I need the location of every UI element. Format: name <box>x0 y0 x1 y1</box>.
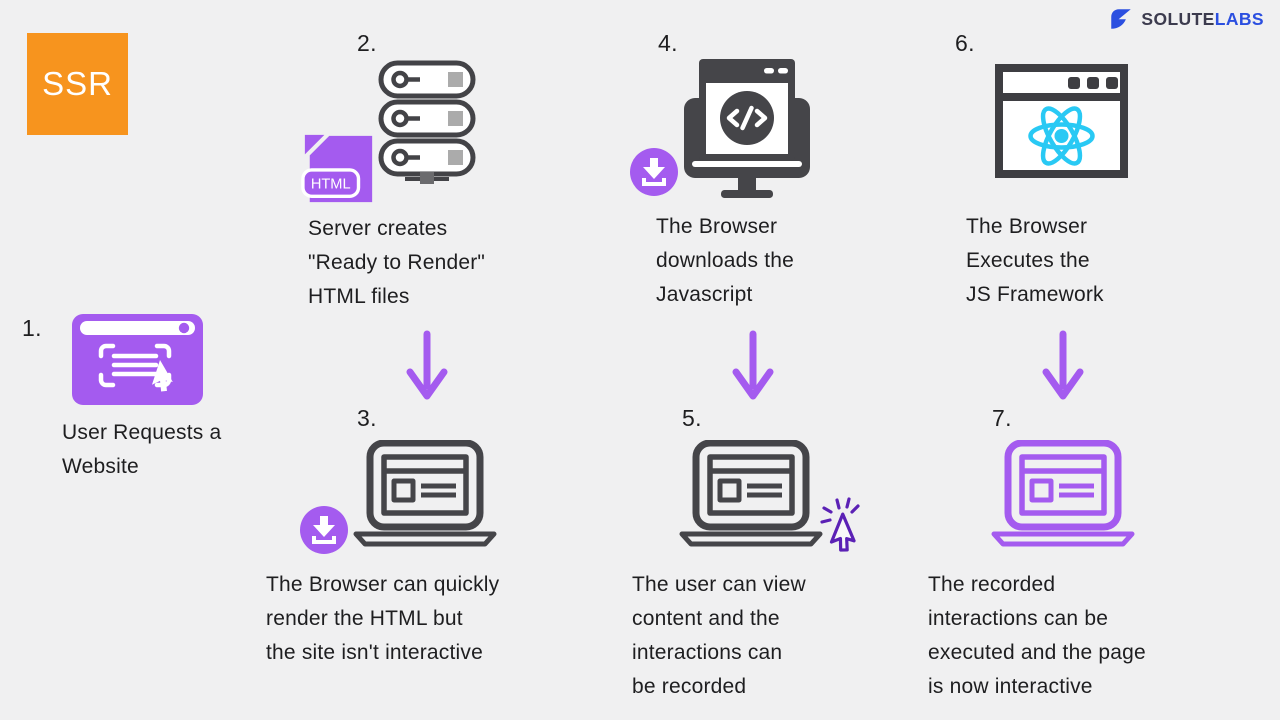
laptop-browser-click-icon <box>676 440 878 564</box>
step-4-caption: The Browser downloads the Javascript <box>656 215 795 306</box>
laptop-interactive-icon <box>988 440 1138 552</box>
solutelabs-logo: SOLUTELABS <box>1108 6 1264 32</box>
ssr-badge: SSR <box>27 33 128 135</box>
step-6-number: 6. <box>955 30 975 56</box>
flow-arrow-down-2-3 <box>405 330 449 406</box>
download-badge-icon <box>630 148 678 196</box>
step-5-caption: The user can view content and the intera… <box>632 573 806 698</box>
cursor-click-icon <box>820 497 860 552</box>
server-stack-icon <box>378 60 478 184</box>
step-2-caption: Server creates "Ready to Render" HTML fi… <box>308 217 486 308</box>
step-5-number: 5. <box>682 405 702 431</box>
brand-second: LABS <box>1214 8 1264 29</box>
react-browser-icon <box>995 64 1128 178</box>
step-3-number: 3. <box>357 405 377 431</box>
step-6-caption: The Browser Executes the JS Framework <box>966 215 1104 306</box>
browser-request-icon <box>72 314 203 405</box>
flow-arrow-down-6-7 <box>1041 330 1085 406</box>
step-1-number: 1. <box>22 315 42 341</box>
step-7-number: 7. <box>992 405 1012 431</box>
step-2-number: 2. <box>357 30 377 56</box>
ssr-badge-label: SSR <box>42 65 113 102</box>
solutelabs-logo-text: SOLUTELABS <box>1141 9 1264 30</box>
brand-first: SOLUTE <box>1141 8 1215 29</box>
step-3-caption: The Browser can quickly render the HTML … <box>266 573 500 664</box>
flow-arrow-down-4-5 <box>731 330 775 406</box>
html-file-label: HTML <box>311 177 351 193</box>
laptop-browser-download-icon <box>298 440 500 556</box>
step-7-caption: The recorded interactions can be execute… <box>928 573 1146 698</box>
download-badge-icon <box>300 506 348 554</box>
monitor-code-icon <box>626 58 816 200</box>
step-4-number: 4. <box>658 30 678 56</box>
solutelabs-logo-icon <box>1108 6 1134 32</box>
step-1-caption: User Requests a Website <box>62 421 222 478</box>
html-file-icon: HTML <box>300 130 378 208</box>
